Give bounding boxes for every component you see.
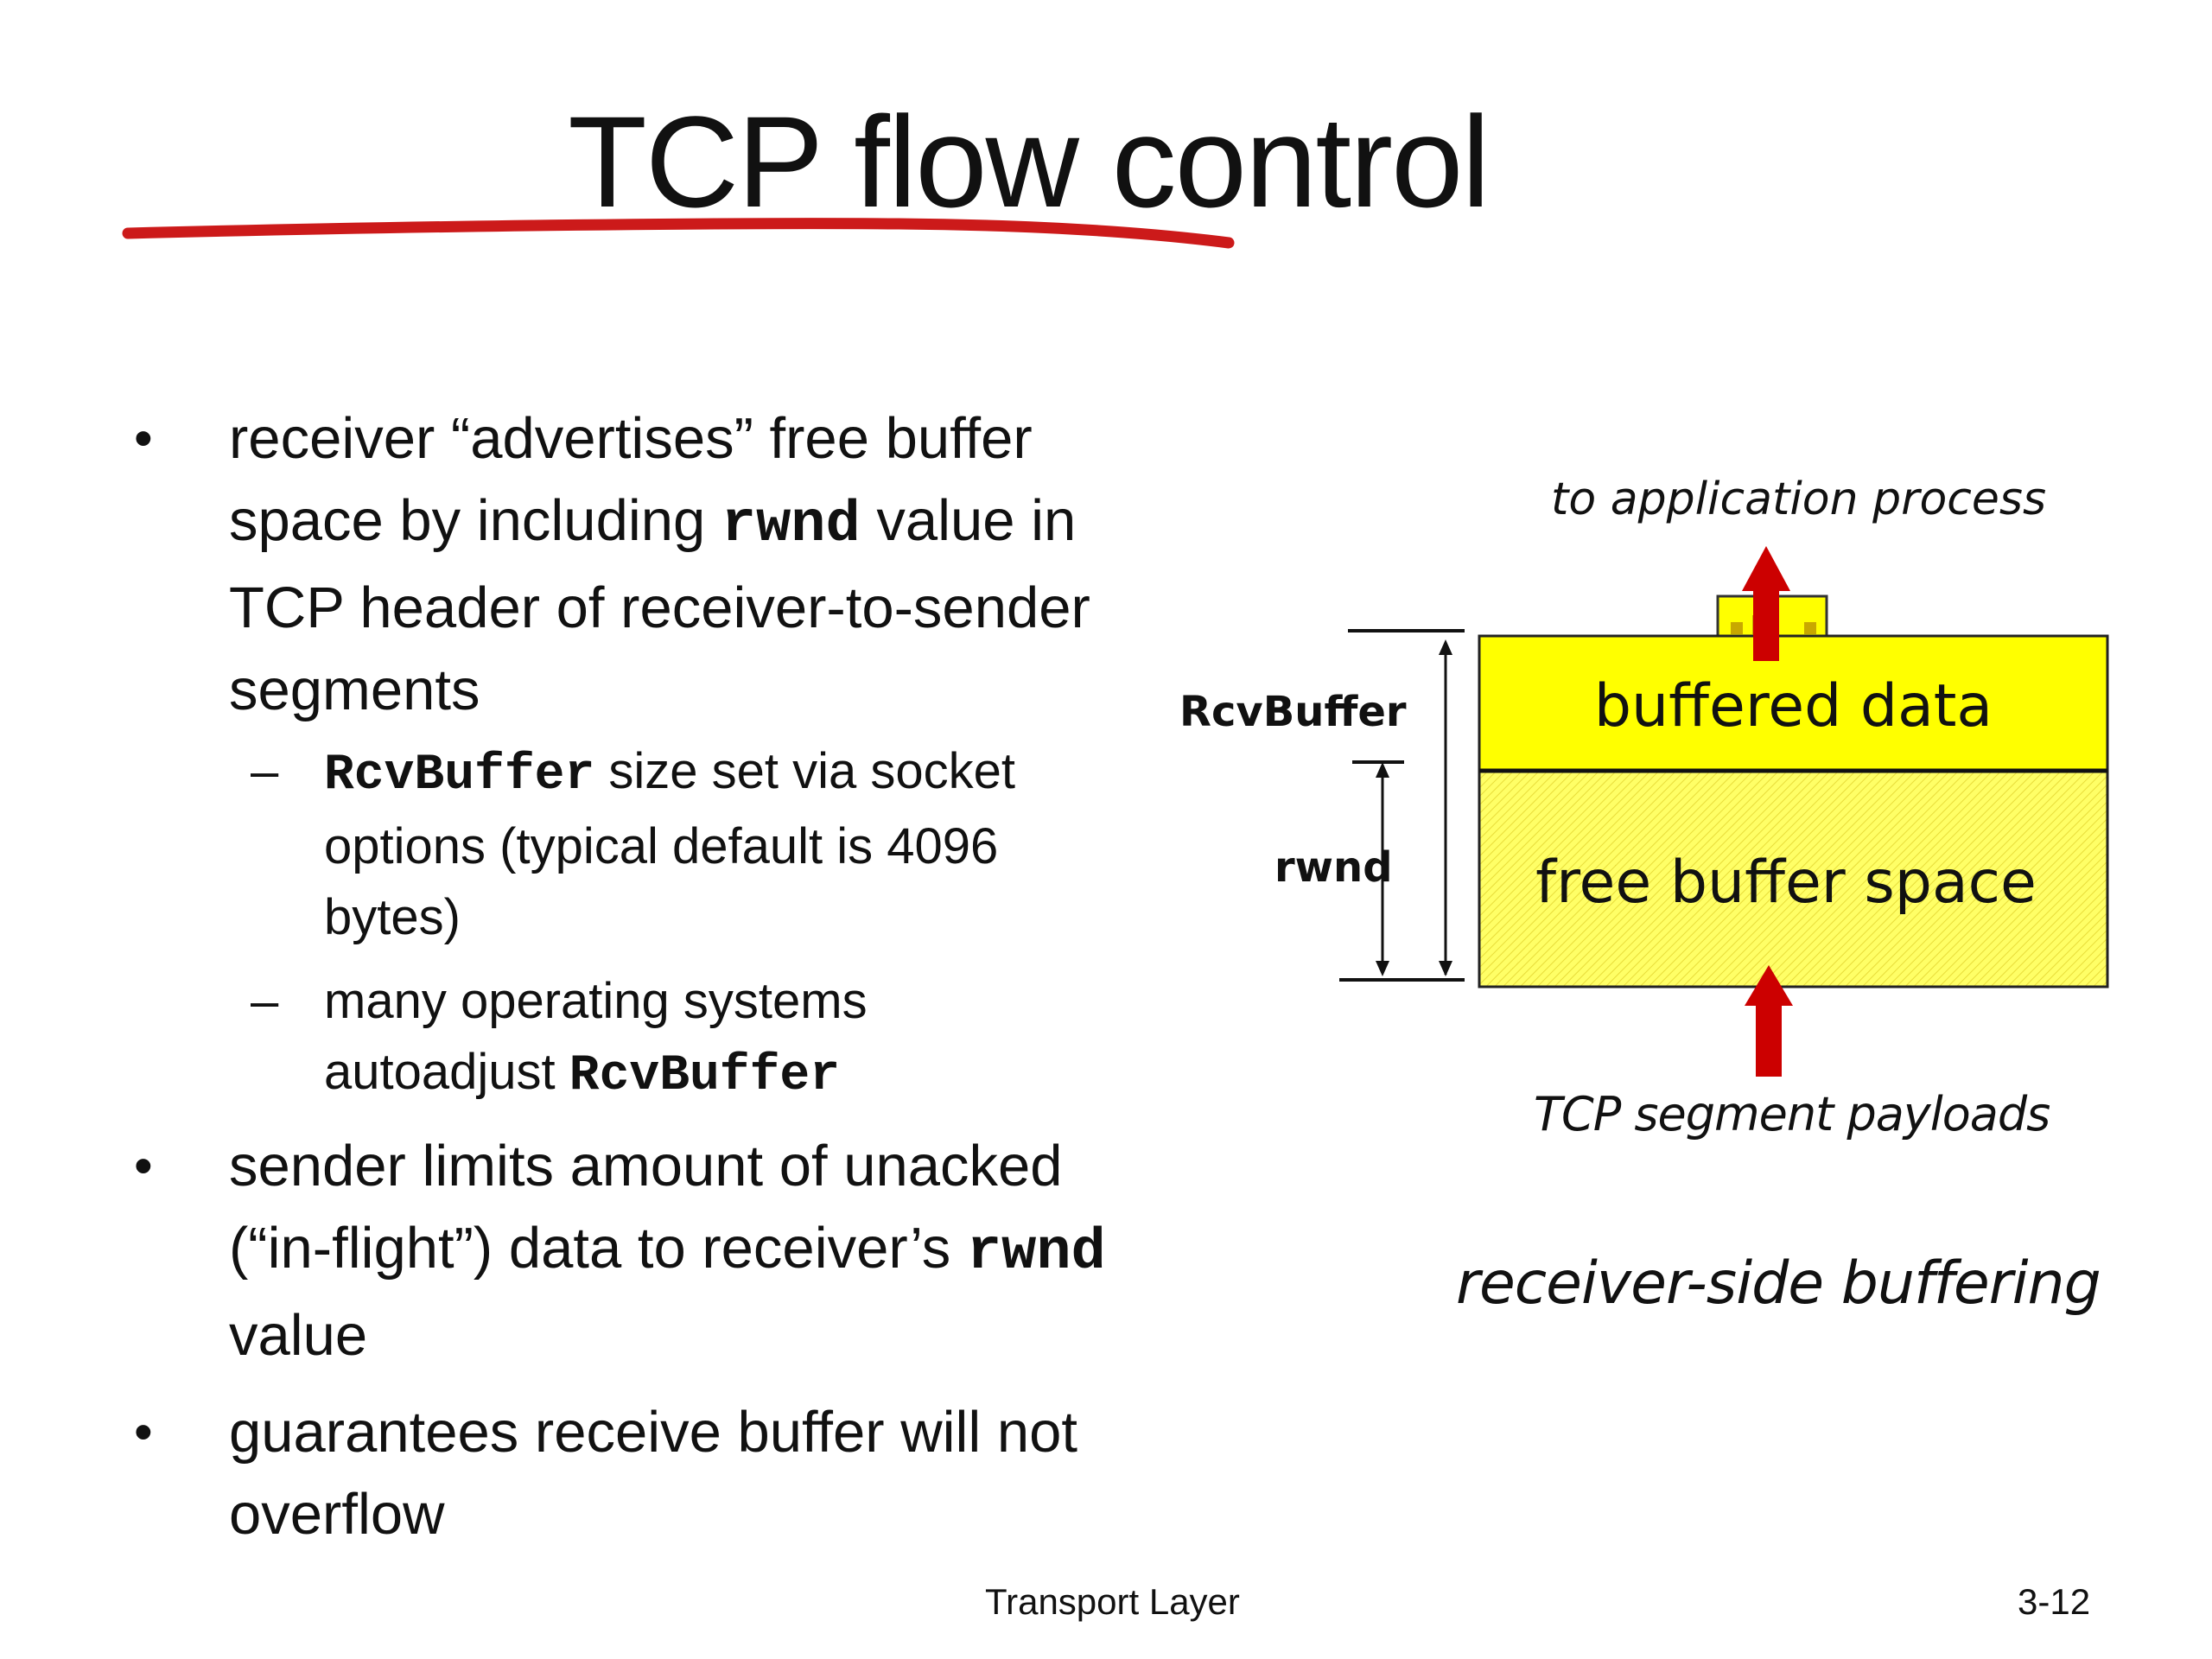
- arrow-to-application: [1742, 546, 1790, 661]
- diagram-caption: receiver-side buffering: [1456, 1249, 2101, 1318]
- bullet-text: guarantees receive buffer will not overf…: [229, 1400, 1078, 1547]
- segment-payloads-label: TCP segment payloads: [1534, 1087, 2050, 1141]
- bullet-text: receiver “advertises” free buffer space …: [229, 406, 1090, 722]
- rcvbuffer-arrow-up: [1439, 639, 1452, 655]
- rcvbuffer-arrow-down: [1439, 961, 1452, 976]
- subbullet-autoadjust: many operating systems autoadjust RcvBuf…: [251, 966, 1080, 1112]
- title-underline: [122, 218, 1235, 249]
- free-buffer-region: [1478, 769, 2109, 988]
- rwnd-code: rwnd: [721, 493, 861, 558]
- rwnd-code: rwnd: [966, 1220, 1106, 1286]
- bullet-text: RcvBuffer size set via socket options (t…: [324, 743, 1016, 945]
- to-application-label: to application process: [1551, 474, 2047, 525]
- arrow-segment-payloads: [1745, 965, 1793, 1077]
- bullet-text: many operating systems autoadjust RcvBuf…: [324, 973, 868, 1104]
- rwnd-arrow-up: [1376, 762, 1389, 778]
- packet-dot: [1804, 622, 1816, 634]
- bullet-text: sender limits amount of unacked (“in-fli…: [229, 1134, 1106, 1368]
- footer-page-number: 3-12: [2018, 1581, 2091, 1622]
- footer-course-title: Transport Layer: [985, 1581, 1240, 1622]
- buffered-data-label: buffered data: [1593, 672, 1993, 741]
- subbullet-rcvbuffer-size: RcvBuffer size set via socket options (t…: [251, 736, 1080, 953]
- bullet-sender-limits: sender limits amount of unacked (“in-fli…: [134, 1125, 1115, 1376]
- bullet-guarantees: guarantees receive buffer will not overf…: [134, 1391, 1115, 1555]
- rwnd-arrow-down: [1376, 961, 1389, 976]
- free-buffer-space-label: free buffer space: [1535, 849, 2037, 917]
- rcvbuffer-label: RcvBuffer: [1179, 688, 1407, 736]
- packet-dot: [1731, 622, 1743, 634]
- buffered-data-region: [1478, 634, 2109, 772]
- bullet-advertises: receiver “advertises” free buffer space …: [134, 397, 1115, 731]
- rcvbuffer-code: RcvBuffer: [569, 1048, 841, 1104]
- slide-title: TCP flow control: [568, 89, 1491, 234]
- rcvbuffer-code: RcvBuffer: [324, 747, 595, 804]
- rwnd-label: rwnd: [1274, 843, 1393, 892]
